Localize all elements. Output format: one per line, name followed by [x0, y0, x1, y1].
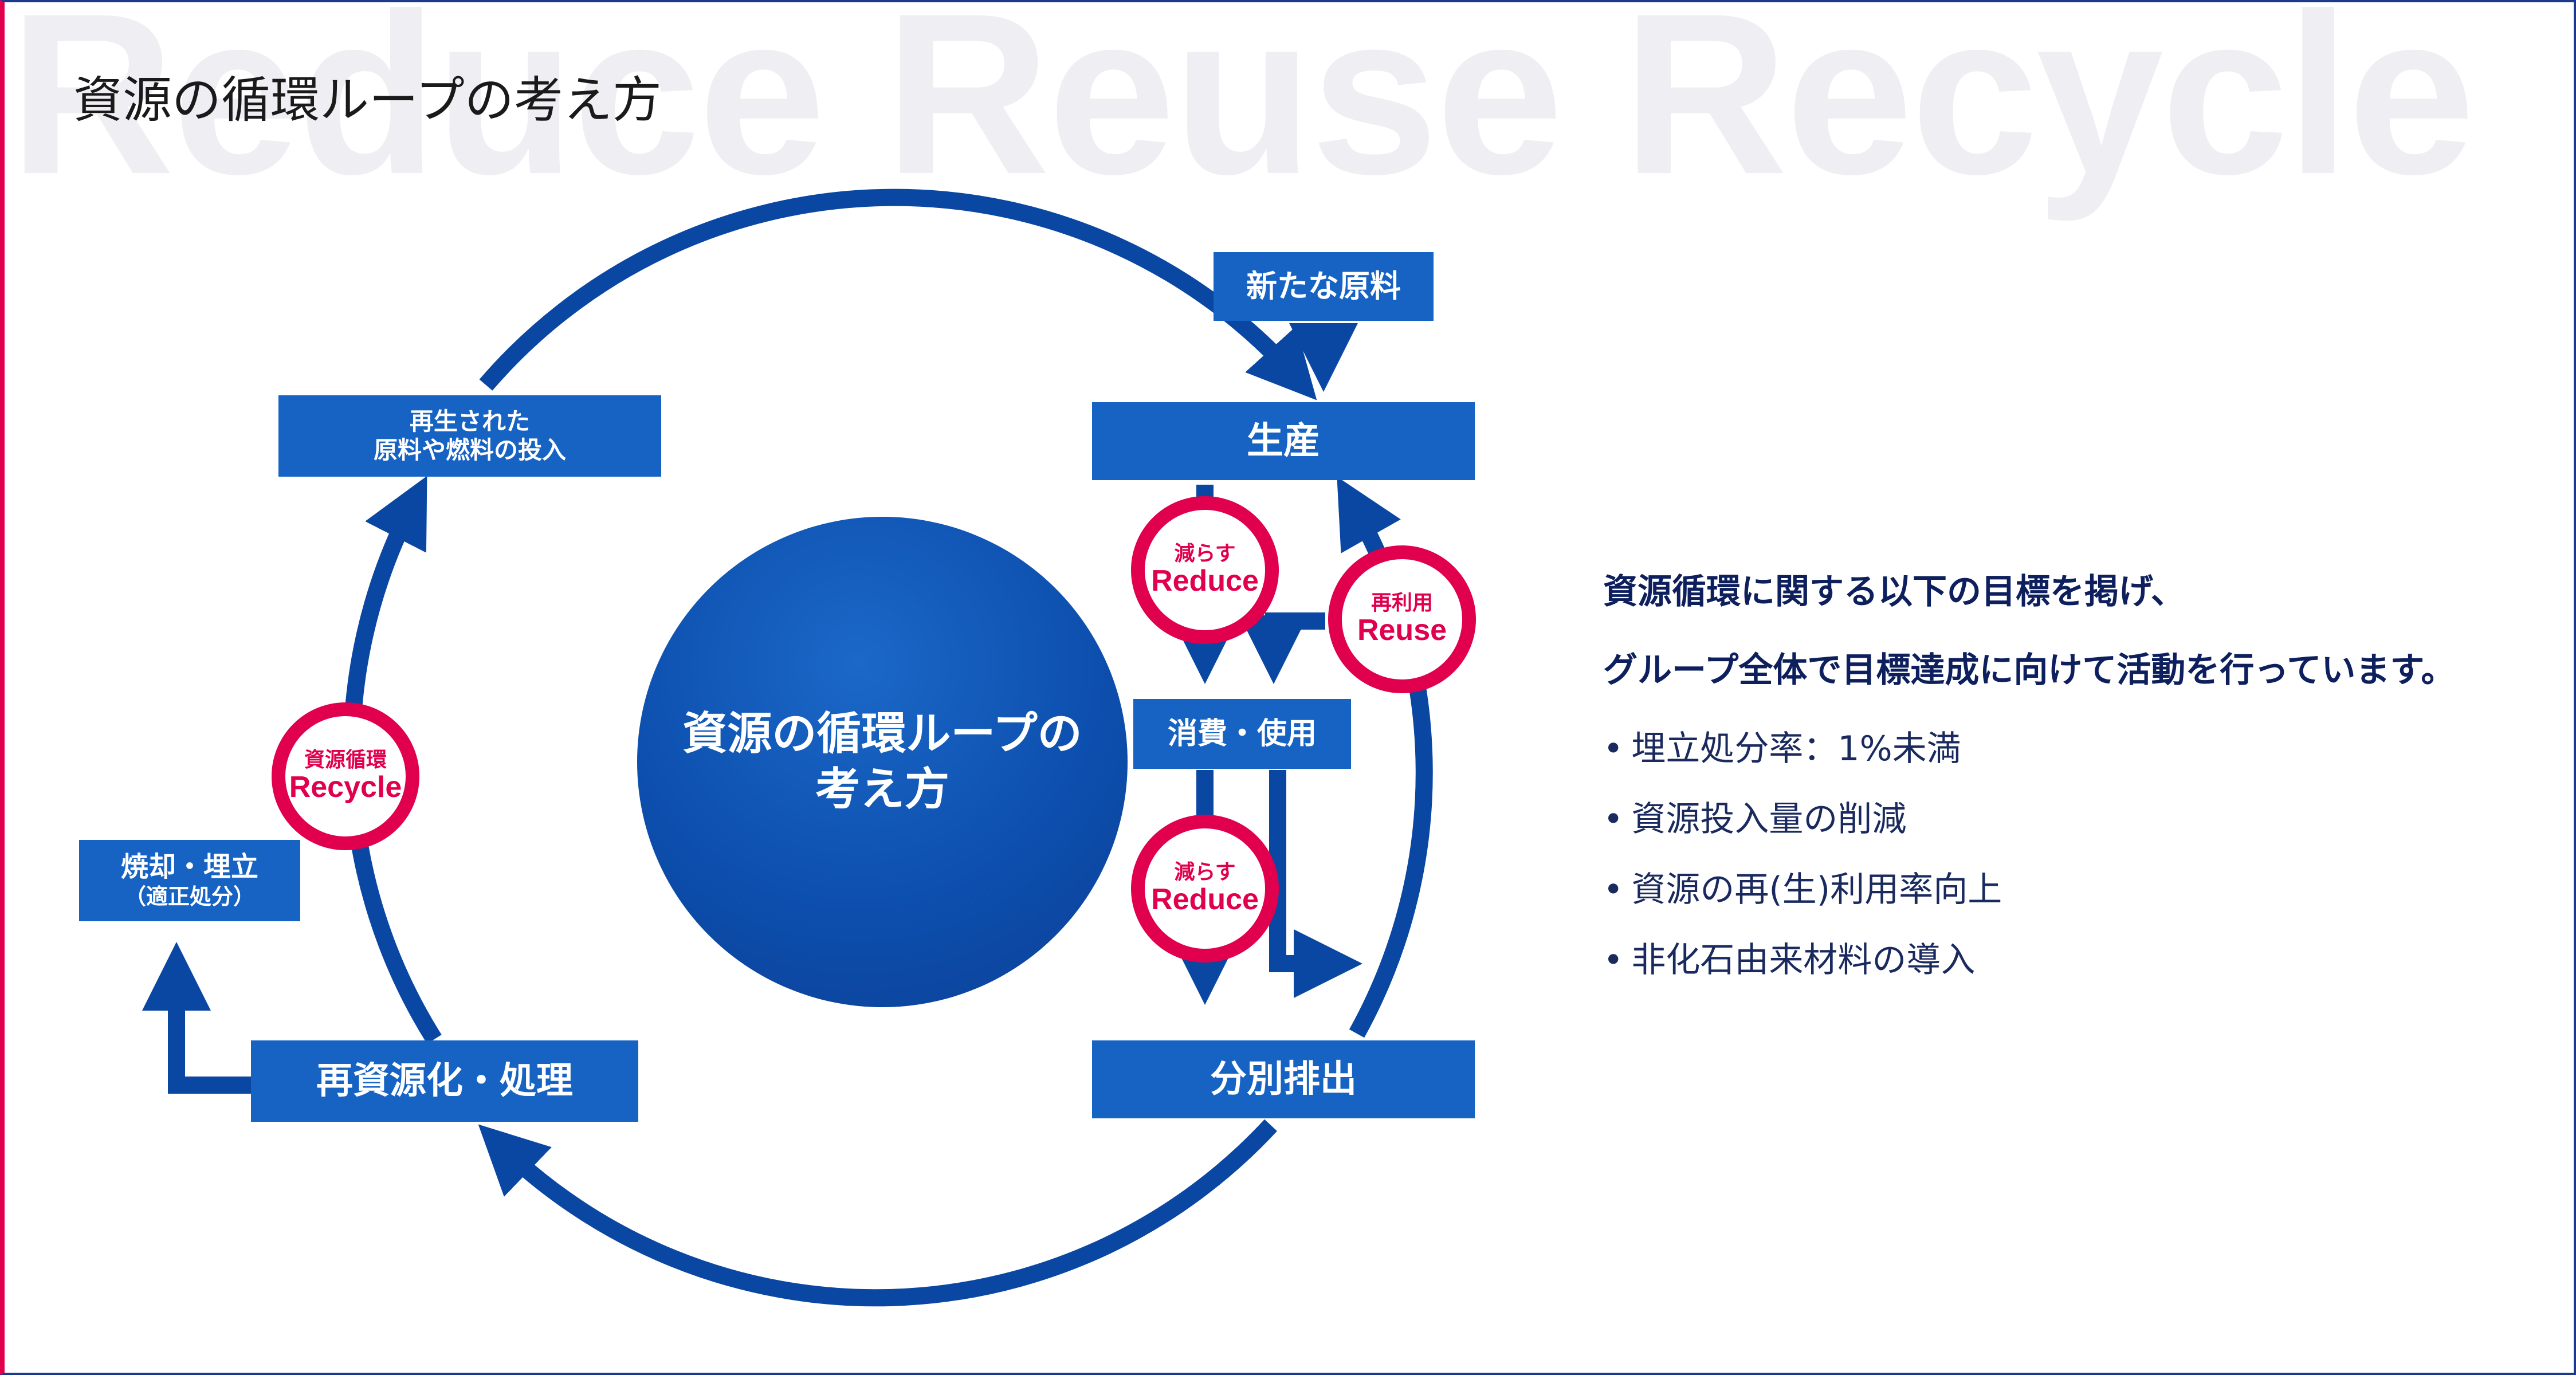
recycled-input-box: 再生された 原料や燃料の投入	[278, 395, 661, 477]
goal-list: 埋立処分率：1%未満 資源投入量の削減 資源の再(生)利用率向上 非化石由来材料…	[1603, 721, 2455, 982]
recycle-badge: 資源循環 Recycle	[272, 702, 419, 850]
reduce-badge-top-big: Reduce	[1151, 564, 1259, 598]
reuse-badge: 再利用 Reuse	[1328, 545, 1476, 693]
center-circle: 資源の循環ループの 考え方	[637, 517, 1128, 1007]
loop-arc-bottom	[478, 1119, 1277, 1307]
description-block: 資源循環に関する以下の目標を掲げ、 グループ全体で目標達成に向けて活動を行ってい…	[1603, 564, 2455, 1003]
recycled-input-label-2: 原料や燃料の投入	[373, 436, 566, 464]
loop-arc-top	[479, 188, 1317, 400]
reuse-badge-big: Reuse	[1357, 614, 1447, 647]
goal-item: 非化石由来材料の導入	[1603, 932, 2455, 982]
recycle-badge-small: 資源循環	[304, 748, 387, 772]
description-heading-2: グループ全体で目標達成に向けて活動を行っています。	[1603, 650, 2456, 690]
reduce-badge-top-small: 減らす	[1174, 541, 1236, 565]
arrow-reuse-to-consumption	[1239, 612, 1325, 684]
page-title: 資源の循環ループの考え方	[73, 72, 662, 129]
reduce-badge-bottom-small: 減らす	[1174, 860, 1236, 884]
goal-item: 資源投入量の削減	[1603, 791, 2455, 841]
description-heading-1: 資源循環に関する以下の目標を掲げ、	[1603, 572, 2185, 612]
arrow-consumption-branch	[1269, 770, 1362, 998]
reuse-badge-small: 再利用	[1371, 591, 1433, 615]
arrow-reprocessing-to-incineration	[142, 942, 251, 1094]
goal-item: 埋立処分率：1%未満	[1603, 721, 2455, 771]
reprocessing-label: 再資源化・処理	[316, 1059, 573, 1102]
reduce-badge-bottom: 減らす Reduce	[1131, 815, 1279, 962]
separation-box: 分別排出	[1092, 1040, 1475, 1118]
incineration-box: 焼却・埋立 （適正処分）	[79, 840, 300, 921]
consumption-label: 消費・使用	[1167, 716, 1317, 751]
reduce-badge-bottom-big: Reduce	[1151, 883, 1259, 917]
reprocessing-box: 再資源化・処理	[251, 1040, 638, 1122]
recycle-badge-big: Recycle	[289, 771, 402, 804]
goal-item: 資源の再(生)利用率向上	[1603, 862, 2455, 912]
center-label-1: 資源の循環ループの	[682, 708, 1082, 760]
watermark-text: Reduce Reuse Recycle	[9, 0, 2475, 222]
recycled-input-label-1: 再生された	[409, 407, 530, 435]
center-label-2: 考え方	[815, 764, 949, 815]
production-label: 生産	[1247, 419, 1320, 462]
incineration-label-2: （適正処分）	[124, 884, 255, 909]
production-box: 生産	[1092, 402, 1475, 480]
raw-material-label: 新たな原料	[1246, 268, 1401, 304]
raw-material-box: 新たな原料	[1214, 252, 1434, 321]
separation-label: 分別排出	[1210, 1058, 1357, 1101]
reduce-badge-top: 減らす Reduce	[1131, 496, 1279, 644]
consumption-box: 消費・使用	[1133, 699, 1351, 769]
incineration-label-1: 焼却・埋立	[120, 851, 258, 883]
